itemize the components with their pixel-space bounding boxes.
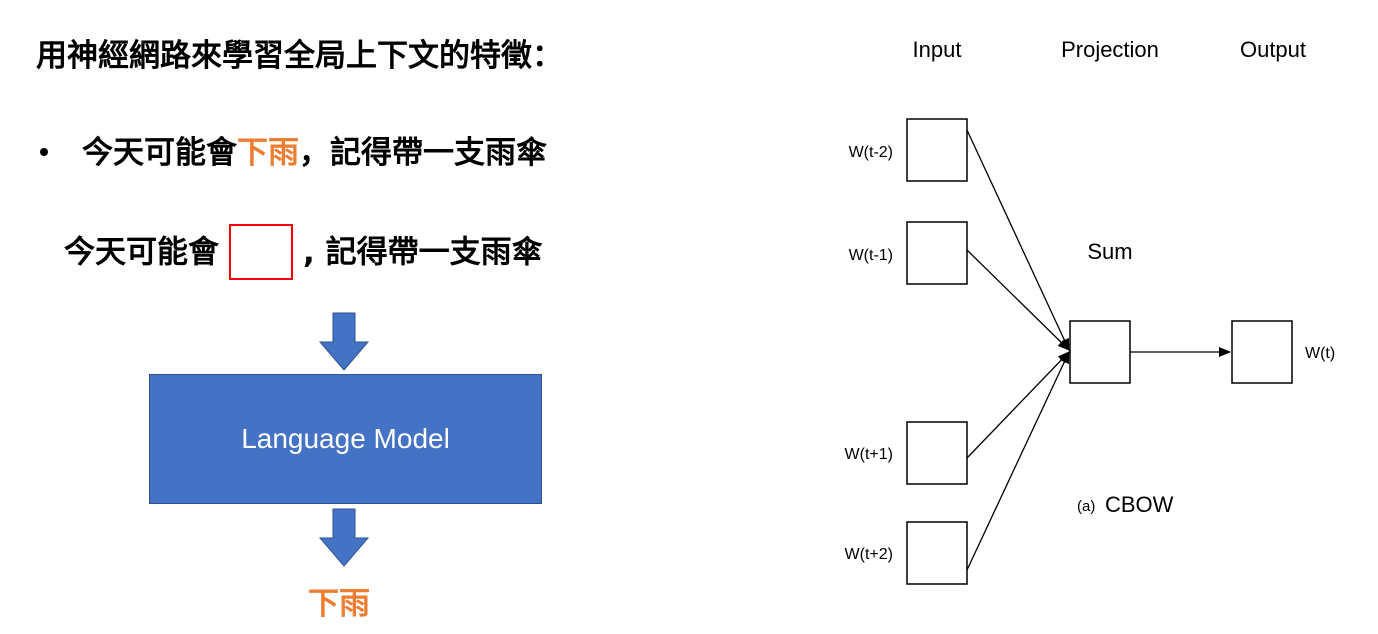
connection-arrow — [966, 249, 1070, 351]
connection-arrow — [966, 351, 1070, 459]
connection-arrow — [966, 129, 1070, 351]
down-arrow-icon — [318, 508, 370, 567]
slide-heading: 用神經網路來學習全局上下文的特徵： — [36, 38, 563, 74]
example-sentence: 今天可能會下雨，記得帶一支雨傘 — [40, 131, 547, 175]
masked-sentence: 今天可能會 , 記得帶一支雨傘 — [64, 224, 543, 282]
caption-tag: (a) — [1077, 498, 1095, 515]
predicted-word: 下雨 — [308, 586, 370, 622]
input-node — [906, 421, 968, 485]
input-word-label: W(t-2) — [849, 144, 893, 161]
input-word-label: W(t-1) — [849, 247, 893, 264]
bullet-icon — [40, 147, 48, 156]
input-word-label: W(t+1) — [845, 446, 893, 463]
mask-blank-box — [229, 224, 293, 280]
projection-label: Sum — [1087, 239, 1132, 264]
input-word-label: W(t+2) — [845, 546, 893, 563]
output-header: Output — [1240, 37, 1306, 62]
projection-header: Projection — [1061, 37, 1159, 62]
language-model-label: Language Model — [241, 423, 450, 454]
output-word-label: W(t) — [1305, 345, 1335, 362]
example-after: ，記得帶一支雨傘 — [299, 135, 547, 171]
caption-title: CBOW — [1105, 492, 1174, 517]
input-node — [906, 118, 968, 182]
masked-after: , 記得帶一支雨傘 — [303, 234, 543, 271]
masked-before: 今天可能會 — [64, 234, 219, 271]
input-node — [906, 221, 968, 285]
example-highlight: 下雨 — [237, 135, 299, 171]
output-node — [1231, 320, 1293, 384]
input-node — [906, 521, 968, 585]
language-model-box: Language Model — [149, 374, 542, 504]
connection-arrow — [966, 351, 1070, 571]
input-header: Input — [913, 37, 962, 62]
cbow-diagram: Input Projection Output W(t-2) W(t-1) W(… — [845, 37, 1335, 585]
projection-node — [1069, 320, 1131, 384]
example-before: 今天可能會 — [82, 135, 237, 171]
down-arrow-icon — [318, 312, 370, 371]
